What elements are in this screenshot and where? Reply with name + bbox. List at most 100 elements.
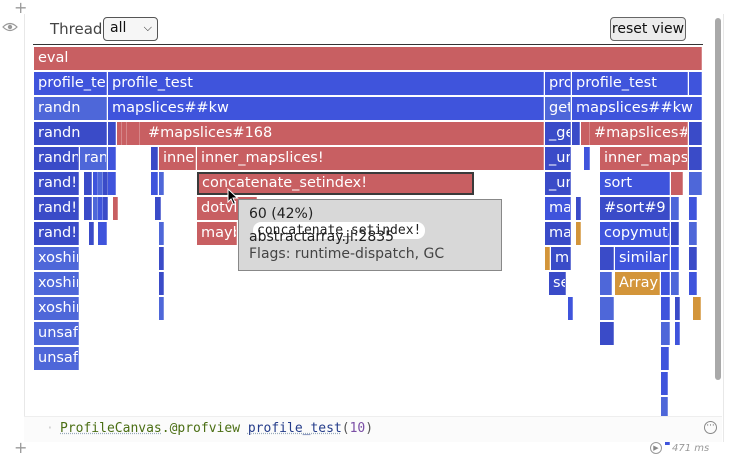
flame-frame[interactable]: [675, 322, 680, 345]
flame-frame[interactable]: [661, 297, 670, 320]
flame-frame[interactable]: _unsafe_getindex: [545, 147, 571, 170]
flame-frame[interactable]: profile_test: [34, 72, 107, 95]
flame-frame[interactable]: xoshiro: [34, 297, 79, 320]
eye-icon[interactable]: [2, 21, 18, 33]
flame-frame[interactable]: [93, 172, 98, 195]
flame-frame[interactable]: _getindex: [545, 122, 571, 145]
flame-frame[interactable]: unsafe_copyto!: [34, 322, 79, 345]
flame-frame[interactable]: setindex!: [549, 272, 566, 295]
flame-frame[interactable]: xoshiro: [34, 272, 79, 295]
flame-frame[interactable]: rand!: [34, 222, 79, 245]
flame-frame[interactable]: [600, 272, 612, 295]
add-cell-above-icon[interactable]: +: [14, 0, 28, 17]
flame-frame[interactable]: [600, 322, 614, 345]
flame-frame[interactable]: macro expansion: [551, 247, 571, 270]
flame-frame[interactable]: macro expansion: [545, 197, 571, 220]
flame-frame[interactable]: randn: [80, 147, 107, 170]
flame-frame[interactable]: #mapslices#168: [144, 122, 544, 145]
flame-frame[interactable]: [671, 197, 679, 220]
flame-frame[interactable]: [98, 222, 107, 245]
flame-frame[interactable]: randn: [34, 147, 79, 170]
flame-frame[interactable]: [689, 72, 702, 95]
flame-frame[interactable]: #mapslices#168: [590, 122, 688, 145]
flame-frame[interactable]: [151, 172, 158, 195]
flame-frame[interactable]: rand!: [34, 197, 79, 220]
flame-frame[interactable]: [98, 197, 103, 220]
flame-frame[interactable]: [661, 347, 669, 370]
flame-frame[interactable]: [108, 147, 116, 170]
flame-frame[interactable]: concatenate_setindex!: [197, 172, 474, 195]
flame-frame[interactable]: [600, 297, 614, 320]
flame-frame[interactable]: _unsafe_getindex: [545, 172, 571, 195]
flame-frame[interactable]: inner_mapslices!: [600, 147, 688, 170]
flame-frame[interactable]: xoshiro: [34, 247, 79, 270]
code-input[interactable]: · ProfileCanvas.@profview profile_test(1…: [24, 416, 722, 442]
flame-frame[interactable]: [689, 122, 702, 145]
more-options-icon[interactable]: ···: [704, 421, 717, 434]
flame-frame[interactable]: [159, 247, 164, 270]
flame-frame[interactable]: [585, 122, 590, 145]
flame-frame[interactable]: [661, 322, 670, 345]
flame-frame[interactable]: similar: [615, 247, 670, 270]
flame-frame[interactable]: profile_test: [572, 72, 688, 95]
run-cell-icon[interactable]: ▶: [650, 442, 662, 454]
flame-frame[interactable]: [545, 247, 550, 270]
flame-frame[interactable]: copymutable: [600, 222, 670, 245]
flame-frame[interactable]: [84, 172, 92, 195]
flame-frame[interactable]: [122, 122, 127, 145]
flame-frame[interactable]: [159, 172, 164, 195]
flame-frame[interactable]: maybeview: [197, 222, 237, 245]
flame-frame[interactable]: get: [545, 97, 571, 120]
flame-frame[interactable]: [661, 397, 668, 420]
flame-frame[interactable]: mapslices##kw: [572, 97, 702, 120]
flame-frame[interactable]: [108, 122, 116, 145]
flame-frame[interactable]: [693, 297, 701, 320]
flame-frame[interactable]: mapslices##kw: [108, 97, 544, 120]
thread-select[interactable]: all ⌵: [103, 17, 158, 41]
flame-frame[interactable]: [151, 147, 158, 170]
flame-frame[interactable]: [572, 122, 580, 145]
flame-frame[interactable]: [689, 172, 702, 195]
flame-frame[interactable]: #sort#9: [600, 197, 670, 220]
flame-frame[interactable]: [576, 197, 581, 220]
flame-frame[interactable]: [600, 247, 614, 270]
flame-frame[interactable]: sort: [600, 172, 670, 195]
flame-frame[interactable]: profile_test: [545, 72, 571, 95]
flame-frame[interactable]: profile_test: [108, 72, 544, 95]
flame-frame[interactable]: [689, 222, 697, 245]
flame-frame[interactable]: [689, 147, 702, 170]
flame-frame[interactable]: [671, 272, 679, 295]
reset-view-button[interactable]: reset view: [610, 17, 686, 41]
flame-frame[interactable]: [98, 172, 103, 195]
flame-frame[interactable]: [661, 272, 670, 295]
flame-frame[interactable]: [689, 272, 697, 295]
flame-frame[interactable]: [135, 122, 140, 145]
flame-frame[interactable]: [117, 122, 122, 145]
flame-frame[interactable]: [661, 372, 668, 395]
flame-frame[interactable]: [159, 272, 164, 295]
flame-frame[interactable]: [671, 247, 679, 270]
add-cell-below-icon[interactable]: +: [14, 438, 28, 457]
flame-frame[interactable]: [159, 297, 164, 320]
flame-frame[interactable]: [103, 172, 108, 195]
flame-frame[interactable]: eval: [34, 47, 702, 70]
flame-frame[interactable]: Array: [615, 272, 660, 295]
flame-frame[interactable]: [568, 297, 573, 320]
flame-frame[interactable]: [108, 172, 116, 195]
flame-frame[interactable]: rand!: [34, 172, 79, 195]
flame-frame[interactable]: [155, 197, 161, 220]
flame-frame[interactable]: [89, 222, 94, 245]
flame-frame[interactable]: [113, 197, 118, 220]
flame-frame[interactable]: [93, 197, 98, 220]
flame-frame[interactable]: [675, 297, 680, 320]
flame-frame[interactable]: [689, 247, 697, 270]
flame-frame[interactable]: randn: [34, 122, 107, 145]
flame-frame[interactable]: [103, 197, 108, 220]
flame-frame[interactable]: inner_mapslices!: [197, 147, 544, 170]
scrollbar-thumb[interactable]: [715, 18, 721, 380]
flame-frame[interactable]: inner_mapslices!: [159, 147, 196, 170]
flame-frame[interactable]: macro expansion: [545, 222, 571, 245]
flame-frame[interactable]: [159, 222, 164, 245]
flame-frame[interactable]: [84, 197, 92, 220]
